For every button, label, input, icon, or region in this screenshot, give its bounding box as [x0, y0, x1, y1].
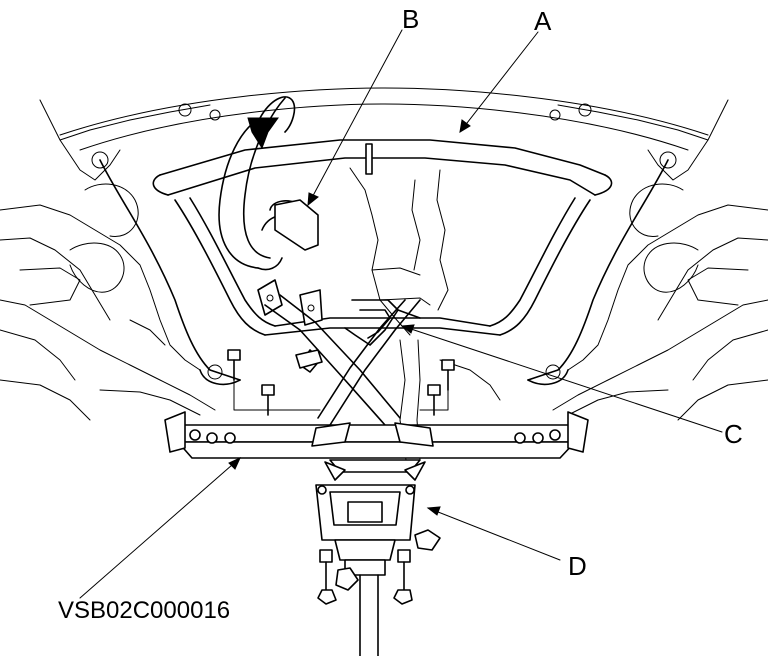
left-suspension-outline [0, 99, 216, 421]
callout-b-label: B [402, 4, 419, 34]
callout-d-label: D [568, 551, 587, 581]
cross-beam [164, 411, 589, 459]
upper-bolts [227, 349, 455, 416]
support-arms [264, 294, 421, 426]
callout-c-label: C [724, 419, 743, 449]
hook-part-c [344, 299, 421, 346]
engine-silhouette [349, 167, 501, 461]
jack-head-part-d [315, 459, 441, 656]
body-arch [59, 87, 709, 169]
strap-part-b [218, 96, 323, 326]
leader-lines [79, 29, 723, 599]
right-suspension-outline [552, 99, 768, 421]
callout-a-label: A [534, 6, 552, 36]
figure-code-label: VSB02C000016 [58, 597, 230, 624]
subframe-part-a [99, 139, 669, 386]
